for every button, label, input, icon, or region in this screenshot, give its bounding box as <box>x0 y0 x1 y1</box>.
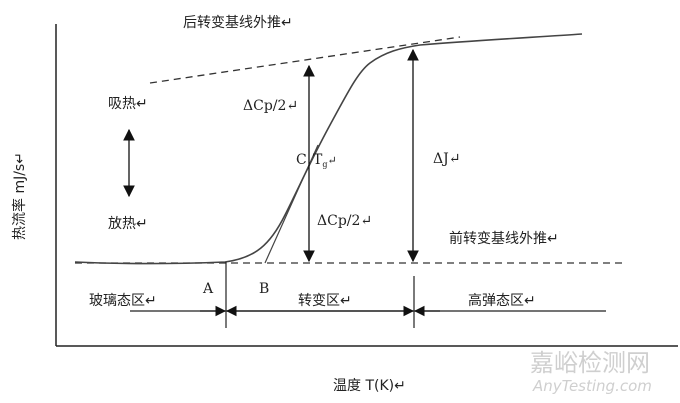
watermark-cn: 嘉峪检测网 <box>530 349 650 377</box>
tg-label: Tg↵ <box>313 152 337 169</box>
endothermic-label: 吸热↵ <box>108 96 148 112</box>
x-axis-label: 温度 T(K)↵ <box>333 378 406 394</box>
tg-mark: ↵ <box>327 154 336 167</box>
watermark-en: AnyTesting.com <box>532 377 652 395</box>
delta-cp-lower-label: ΔCp/2↵ <box>317 213 372 229</box>
delta-cp-upper-label: ΔCp/2↵ <box>243 98 298 114</box>
transition-region-label: 转变区↵ <box>298 293 352 309</box>
tg-subscript: g <box>322 160 327 169</box>
glass-region-label: 玻璃态区↵ <box>89 292 157 309</box>
pre-baseline-label: 前转变基线外推↵ <box>449 230 559 247</box>
delta-j-label: ΔJ↵ <box>433 151 460 167</box>
inflection-tangent <box>264 144 319 264</box>
point-a-label: A <box>202 281 214 297</box>
y-axis-label: 热流率 mJ/s↵ <box>11 152 28 240</box>
post-baseline-label: 后转变基线外推↵ <box>183 14 293 31</box>
dsc-curve <box>74 33 583 265</box>
point-c-label: C <box>296 152 307 168</box>
exothermic-label: 放热↵ <box>108 216 148 232</box>
post-transition-baseline <box>149 36 461 84</box>
rubbery-region-label: 高弹态区↵ <box>468 292 536 309</box>
point-b-label: B <box>259 281 269 297</box>
tg-text: T <box>313 152 323 168</box>
